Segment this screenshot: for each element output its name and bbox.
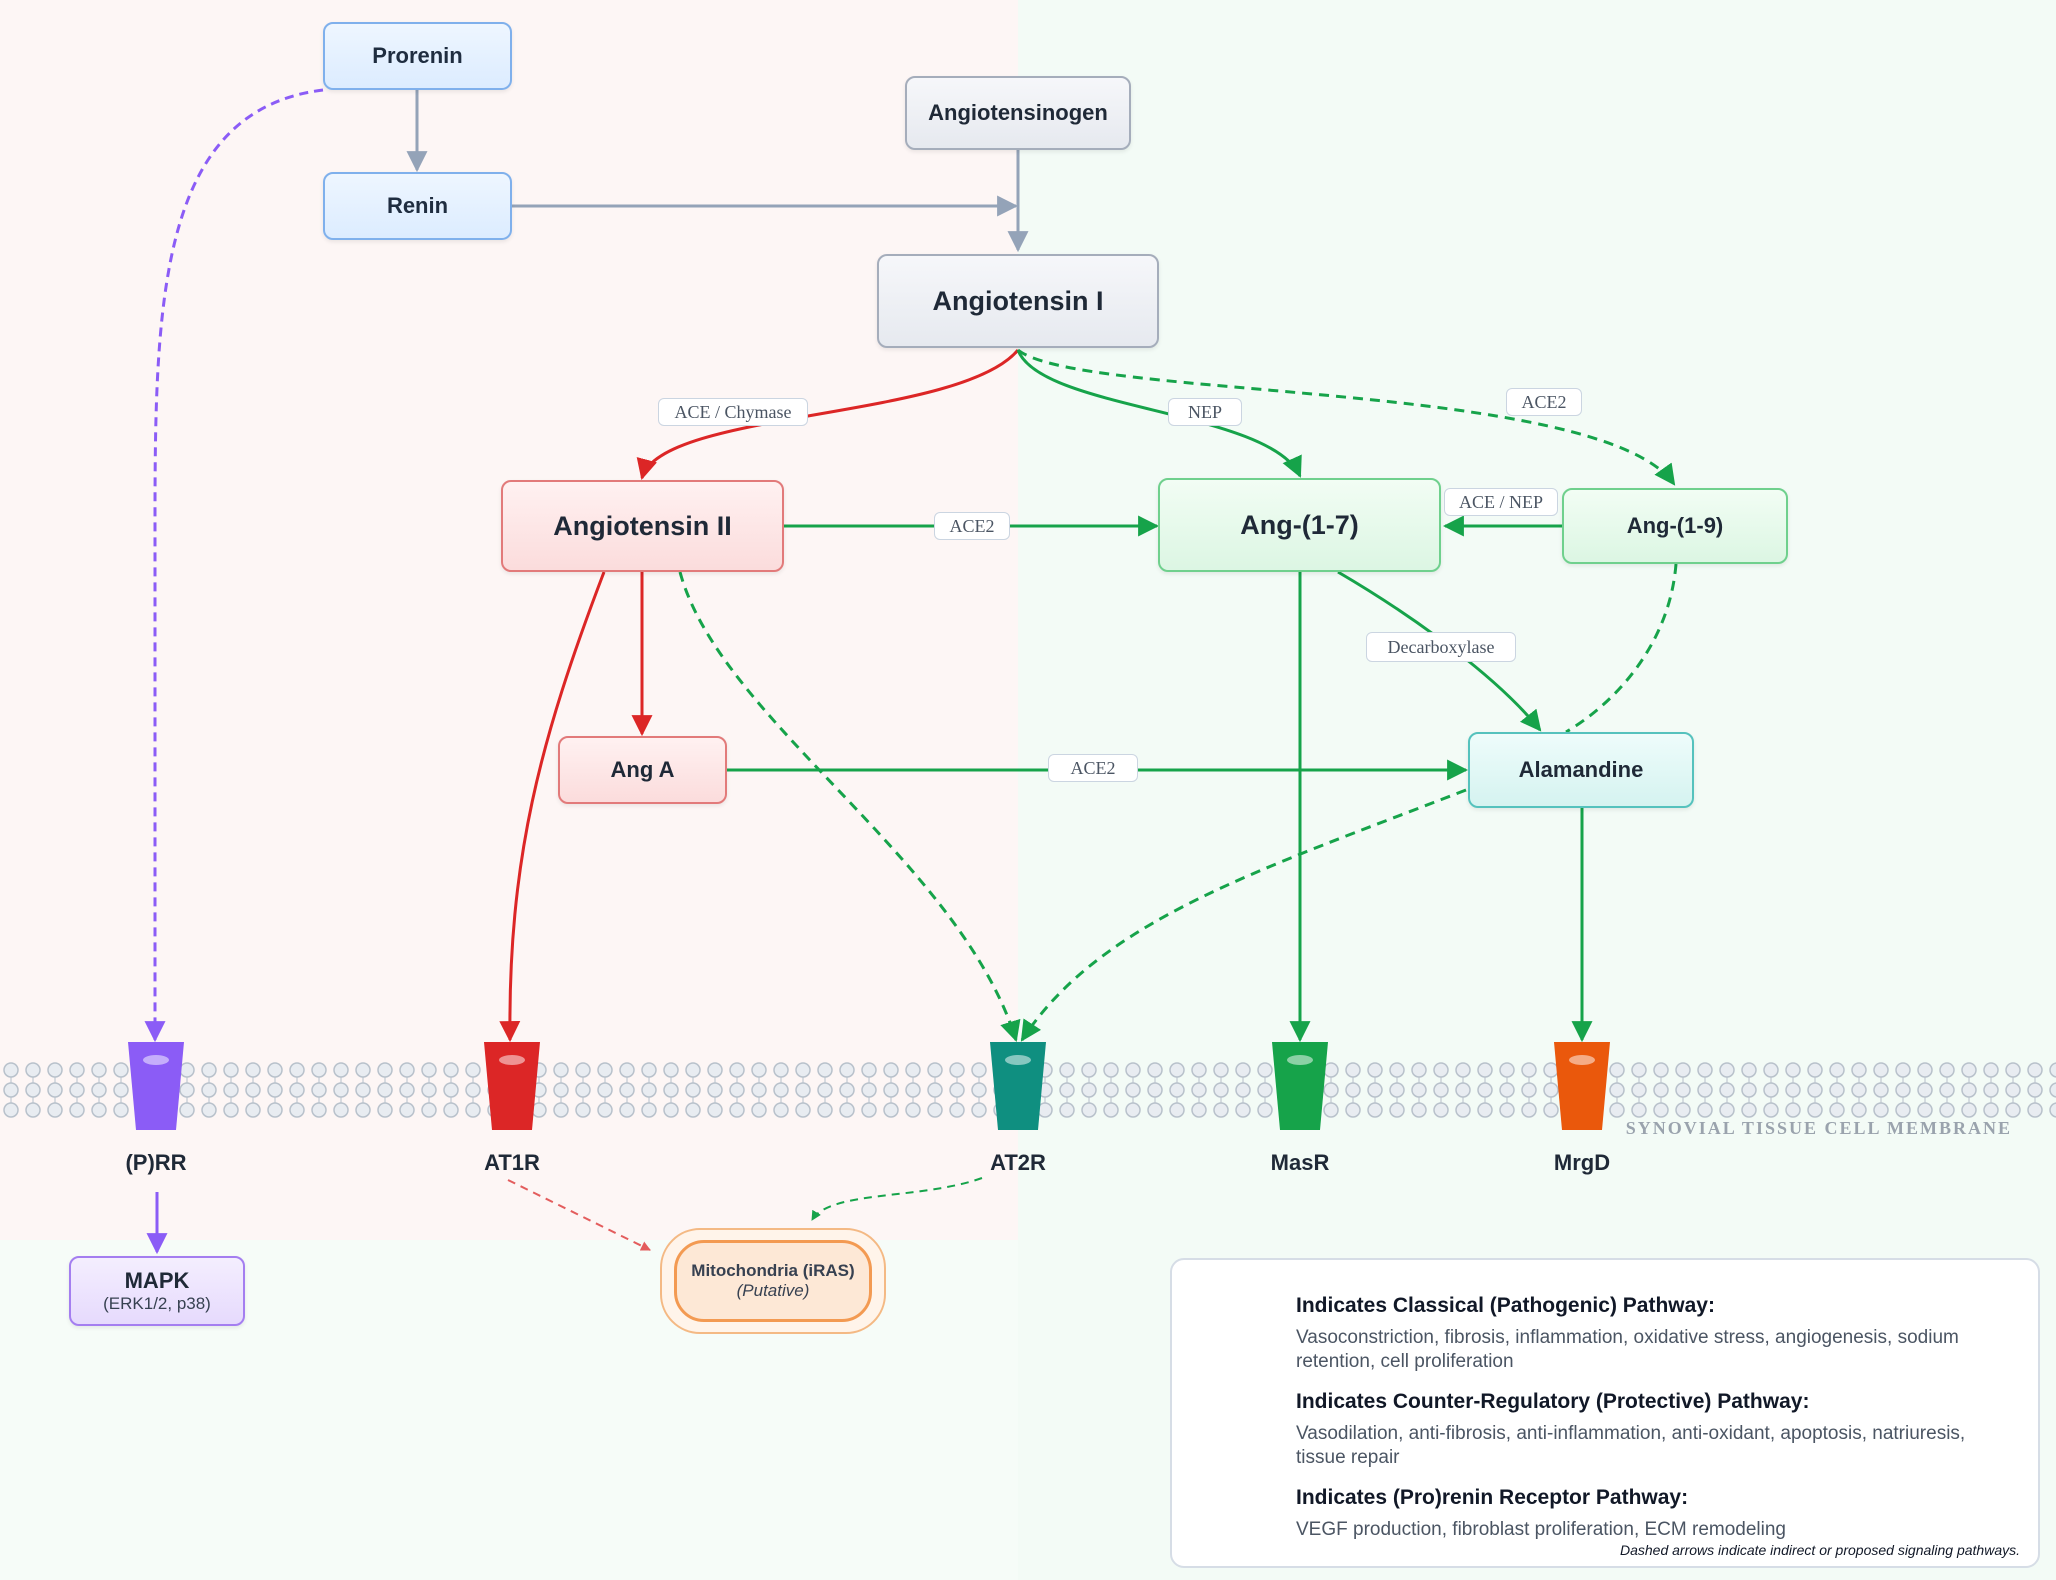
node-prorenin-label: Prorenin <box>372 43 463 68</box>
node-ang-a: Ang A <box>558 736 727 804</box>
enzyme-ace2-low-text: ACE2 <box>1070 757 1116 778</box>
enzyme-label-ace-chymase: ACE / Chymase <box>658 398 808 426</box>
node-mitochondria: Mitochondria (iRAS) (Putative) <box>674 1240 872 1322</box>
arrow-angi-ang19 <box>1017 348 1676 486</box>
enzyme-label-ace-nep: ACE / NEP <box>1444 488 1558 516</box>
node-angiotensinogen: Angiotensinogen <box>905 76 1131 150</box>
node-angiotensinogen-label: Angiotensinogen <box>928 100 1108 125</box>
arrow-alamandine-at2r <box>1020 788 1467 1042</box>
enzyme-ace2-mid-text: ACE2 <box>949 515 995 536</box>
legend-classical-desc: Vasoconstriction, fibrosis, inflammation… <box>1296 1327 1959 1372</box>
receptor-label-masr: MasR <box>1270 1150 1330 1175</box>
node-mitochondria-label: Mitochondria (iRAS) <box>691 1261 855 1280</box>
legend-prorenin-title: Indicates (Pro)renin Receptor Pathway: <box>1296 1486 1689 1509</box>
node-angiotensin-ii-label: Angiotensin II <box>553 510 732 541</box>
receptor-masr-icon <box>1272 1042 1328 1130</box>
enzyme-decarboxylase-text: Decarboxylase <box>1387 636 1495 657</box>
node-angiotensin-i-label: Angiotensin I <box>932 285 1104 316</box>
legend-box <box>1170 1258 2040 1568</box>
receptor-label-at2r: AT2R <box>990 1150 1046 1175</box>
node-ang-a-label: Ang A <box>610 757 675 782</box>
receptor-mrgd-icon <box>1554 1042 1610 1130</box>
enzyme-nep-text: NEP <box>1187 401 1222 422</box>
legend-protective-desc: Vasodilation, anti-fibrosis, anti-inflam… <box>1296 1423 1966 1468</box>
node-ang-1-9: Ang-(1-9) <box>1562 488 1788 564</box>
node-angiotensin-i: Angiotensin I <box>877 254 1159 348</box>
node-mapk-label: MAPK <box>124 1268 190 1293</box>
membrane-label: SYNOVIAL TISSUE CELL MEMBRANE <box>1625 1118 2012 1138</box>
legend-prorenin-desc: VEGF production, fibroblast proliferatio… <box>1296 1519 1787 1540</box>
node-ang-1-9-label: Ang-(1-9) <box>1626 513 1724 538</box>
legend-classical-title: Indicates Classical (Pathogenic) Pathway… <box>1296 1294 1715 1317</box>
arrow-at1r-mitochondria <box>507 1179 651 1251</box>
receptor-label-mrgd: MrgD <box>1553 1150 1611 1175</box>
enzyme-label-decarboxylase: Decarboxylase <box>1366 632 1516 662</box>
node-renin-label: Renin <box>386 193 449 218</box>
enzyme-label-ace2-mid: ACE2 <box>934 512 1010 540</box>
arrow-ang19-alamandine <box>1565 563 1678 734</box>
legend-note: Dashed arrows indicate indirect or propo… <box>1620 1542 2020 1558</box>
node-alamandine-label: Alamandine <box>1518 757 1644 782</box>
enzyme-label-ace2-top: ACE2 <box>1506 388 1582 416</box>
receptor-label-at1r: AT1R <box>484 1150 540 1175</box>
arrow-prorenin-prr <box>144 88 324 1043</box>
enzyme-label-ace2-low: ACE2 <box>1048 754 1138 782</box>
receptor-at2r-icon <box>990 1042 1046 1130</box>
enzyme-label-nep: NEP <box>1168 398 1242 426</box>
arrow-angii-at2r <box>678 571 1021 1043</box>
arrow-angii-at1r <box>499 571 606 1043</box>
node-mapk-sublabel: (ERK1/2, p38) <box>103 1294 211 1313</box>
node-mitochondria-sublabel: (Putative) <box>736 1281 810 1300</box>
node-ang-1-7-label: Ang-(1-7) <box>1240 509 1359 540</box>
arrow-at2r-mitochondria <box>811 1177 983 1221</box>
enzyme-ace-chymase-text: ACE / Chymase <box>674 401 792 422</box>
legend-protective-title: Indicates Counter-Regulatory (Protective… <box>1296 1390 1810 1413</box>
receptor-at1r-icon <box>484 1042 540 1130</box>
node-angiotensin-ii: Angiotensin II <box>501 480 784 572</box>
node-prorenin: Prorenin <box>323 22 512 90</box>
node-alamandine: Alamandine <box>1468 732 1694 808</box>
receptor-prr-icon <box>128 1042 184 1130</box>
enzyme-ace-nep-text: ACE / NEP <box>1458 491 1543 512</box>
node-renin: Renin <box>323 172 512 240</box>
node-ang-1-7: Ang-(1-7) <box>1158 478 1441 572</box>
receptor-label-prr: (P)RR <box>125 1150 187 1175</box>
node-mapk: MAPK (ERK1/2, p38) <box>69 1256 245 1326</box>
arrow-angi-ang17 <box>1016 349 1302 478</box>
arrow-angi-angii <box>636 349 1020 481</box>
enzyme-ace2-top-text: ACE2 <box>1521 391 1567 412</box>
